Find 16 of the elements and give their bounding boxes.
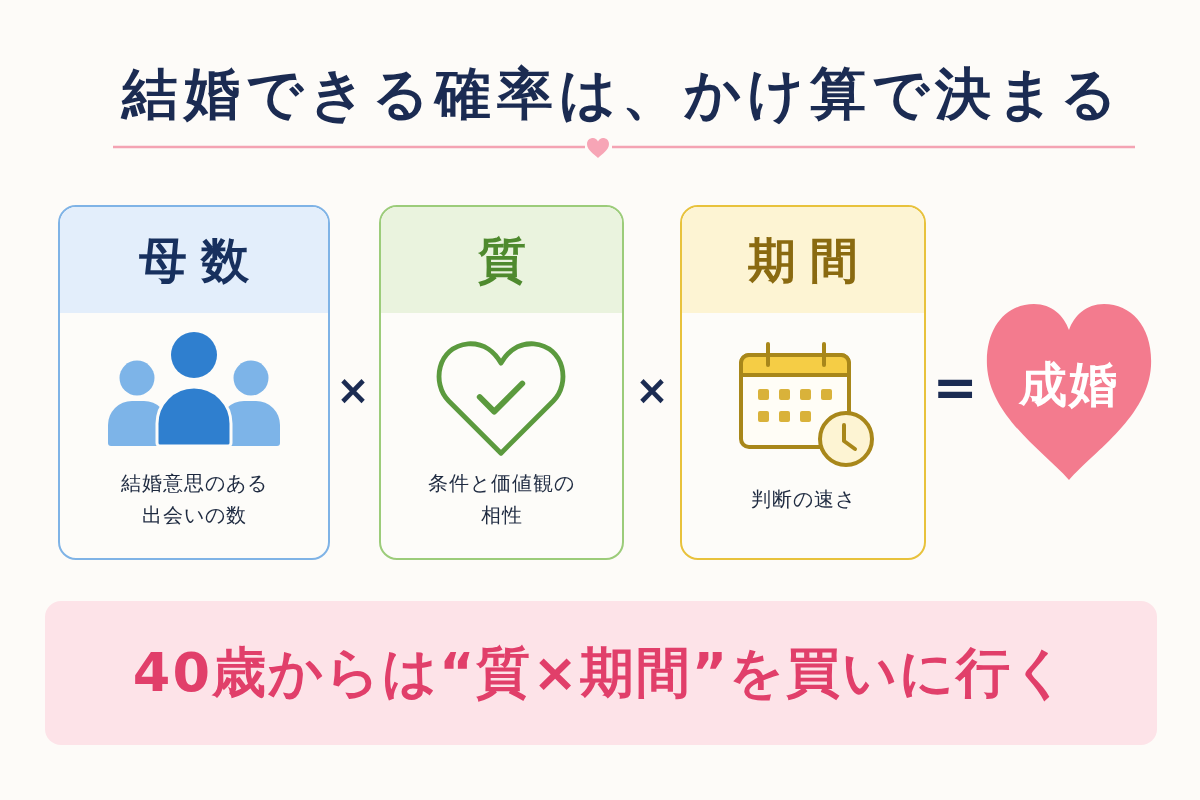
card-title: 母数 bbox=[139, 233, 263, 287]
card-description: 条件と価値観の相性 bbox=[427, 470, 576, 529]
category-card bbox=[680, 205, 926, 560]
result-label: 成婚 bbox=[1019, 357, 1119, 411]
banner-text: 40歳からは“質×期間”を買いに行く bbox=[132, 640, 1070, 706]
highlight-banner bbox=[45, 601, 1157, 745]
category-card bbox=[379, 205, 624, 560]
multiply-sign: × bbox=[635, 370, 669, 410]
card-title: 質 bbox=[477, 233, 540, 287]
card-description: 判断の速さ bbox=[749, 486, 857, 513]
card-description: 結婚意思のある出会いの数 bbox=[119, 470, 269, 529]
page-title: 結婚できる確率は、かけ算で決まる bbox=[122, 60, 1123, 128]
category-card bbox=[58, 205, 330, 560]
card-title: 期間 bbox=[748, 233, 872, 287]
equals-sign: = bbox=[932, 361, 978, 415]
multiply-sign: × bbox=[336, 370, 370, 410]
